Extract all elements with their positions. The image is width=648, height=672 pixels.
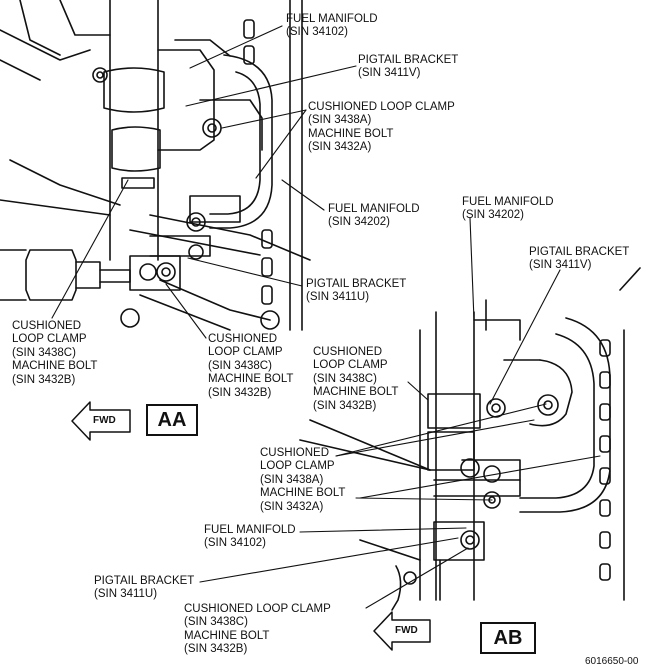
label-line: CUSHIONED: [260, 447, 330, 459]
label-line: (SIN 34102): [286, 26, 349, 39]
label-ab-loop-clamp-3438c-top: CUSHIONED LOOP CLAMP (SIN 3438C) MACHINE…: [313, 346, 398, 413]
label-line: (SIN 3432A): [260, 500, 324, 513]
label-line: FUEL MANIFOLD: [462, 196, 554, 208]
label-aa-pigtail-bracket-3411u: PIGTAIL BRACKET (SIN 3411U): [306, 278, 406, 305]
label-line: MACHINE BOLT: [12, 360, 98, 373]
label-line: LOOP CLAMP: [12, 333, 87, 346]
label-aa-loop-clamp-3438c-mid: CUSHIONED LOOP CLAMP (SIN 3438C) MACHINE…: [208, 333, 293, 400]
view-title-ab: AB: [480, 622, 536, 654]
label-ab-pigtail-bracket-3411v: PIGTAIL BRACKET (SIN 3411V): [529, 246, 629, 273]
fwd-label-ab: FWD: [395, 625, 418, 636]
label-line: (SIN 3438C): [208, 359, 272, 372]
label-line: LOOP CLAMP: [208, 346, 283, 359]
label-ab-fuel-manifold-34202: FUEL MANIFOLD (SIN 34202): [462, 196, 554, 223]
label-line: (SIN 3438C): [184, 616, 248, 629]
label-line: LOOP CLAMP: [313, 359, 388, 372]
label-line: (SIN 3411V): [529, 259, 592, 272]
label-line: (SIN 3438C): [313, 372, 377, 385]
label-line: MACHINE BOLT: [313, 386, 399, 399]
label-line: PIGTAIL BRACKET: [94, 575, 195, 587]
label-line: FUEL MANIFOLD: [328, 203, 420, 215]
label-line: (SIN 3438A): [308, 114, 372, 127]
label-line: (SIN 3432A): [308, 141, 372, 154]
label-line: (SIN 34202): [328, 216, 391, 229]
view-aa-drawing: [0, 0, 311, 331]
label-line: (SIN 3432B): [208, 386, 272, 399]
label-line: LOOP CLAMP: [260, 460, 335, 473]
label-line: (SIN 34102): [204, 537, 267, 550]
label-line: CUSHIONED: [208, 333, 278, 345]
label-line: MACHINE BOLT: [184, 629, 270, 642]
label-aa-fuel-manifold-34202: FUEL MANIFOLD (SIN 34202): [328, 203, 420, 230]
label-line: PIGTAIL BRACKET: [306, 278, 407, 290]
label-ab-pigtail-bracket-3411u: PIGTAIL BRACKET (SIN 3411U): [94, 575, 194, 602]
label-line: (SIN 3411V): [358, 67, 421, 80]
fwd-label-aa: FWD: [93, 415, 116, 426]
label-line: (SIN 34202): [462, 209, 525, 222]
label-line: CUSHIONED LOOP CLAMP: [308, 101, 455, 113]
label-line: (SIN 3432B): [184, 643, 248, 656]
label-line: MACHINE BOLT: [308, 127, 394, 140]
fwd-arrows: [71, 401, 431, 651]
label-line: PIGTAIL BRACKET: [529, 246, 630, 258]
view-ab-drawing: [299, 267, 641, 611]
label-line: PIGTAIL BRACKET: [358, 54, 459, 66]
label-line: (SIN 3432B): [313, 399, 377, 412]
label-aa-pigtail-bracket-3411v: PIGTAIL BRACKET (SIN 3411V): [358, 54, 458, 81]
label-line: CUSHIONED: [12, 320, 82, 332]
label-line: FUEL MANIFOLD: [286, 13, 378, 25]
view-title-aa: AA: [146, 404, 198, 436]
label-ab-loop-clamp-3438a: CUSHIONED LOOP CLAMP (SIN 3438A) MACHINE…: [260, 447, 345, 514]
leader-lines: [51, 25, 601, 609]
label-line: CUSHIONED: [313, 346, 383, 358]
label-line: MACHINE BOLT: [260, 487, 346, 500]
label-line: (SIN 3411U): [94, 588, 158, 601]
label-aa-loop-clamp-3438a: CUSHIONED LOOP CLAMP (SIN 3438A) MACHINE…: [308, 101, 455, 155]
label-aa-loop-clamp-3438c-left: CUSHIONED LOOP CLAMP (SIN 3438C) MACHINE…: [12, 320, 97, 387]
label-line: (SIN 3438C): [12, 346, 76, 359]
label-line: (SIN 3438A): [260, 473, 324, 486]
label-line: (SIN 3432B): [12, 373, 76, 386]
label-aa-fuel-manifold-34102: FUEL MANIFOLD (SIN 34102): [286, 13, 378, 40]
label-line: (SIN 3411U): [306, 291, 370, 304]
label-line: MACHINE BOLT: [208, 373, 294, 386]
label-ab-loop-clamp-3438c-bottom: CUSHIONED LOOP CLAMP (SIN 3438C) MACHINE…: [184, 603, 331, 657]
label-line: CUSHIONED LOOP CLAMP: [184, 603, 331, 615]
figure-id: 6016650-00: [585, 656, 639, 667]
label-line: FUEL MANIFOLD: [204, 524, 296, 536]
label-ab-fuel-manifold-34102: FUEL MANIFOLD (SIN 34102): [204, 524, 296, 551]
